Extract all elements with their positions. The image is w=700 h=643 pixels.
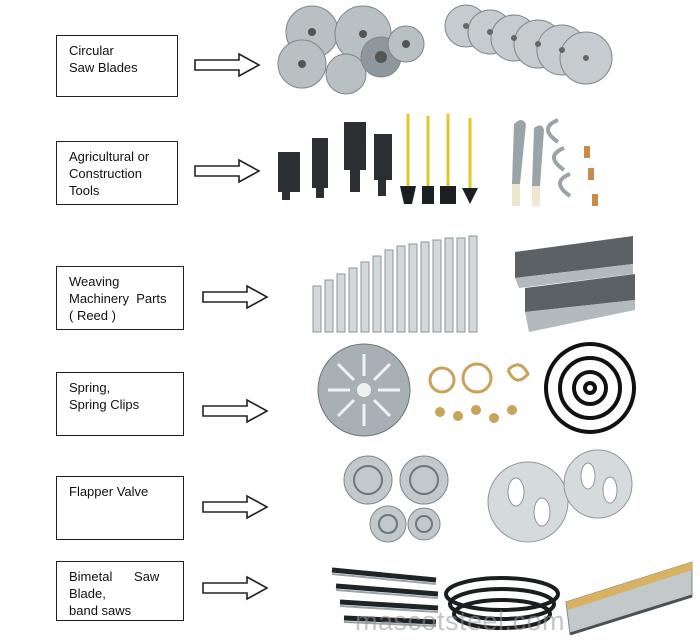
label-line: Construction: [69, 166, 142, 181]
label-spring-clips: Spring, Spring Clips: [56, 372, 184, 436]
band-saws-image: [331, 561, 693, 636]
label-circular-saw-blades: Circular Saw Blades: [56, 35, 178, 97]
label-bimetal-saw-blade: Bimetal Saw Blade, band saws: [56, 561, 184, 621]
right-arrow-icon: [202, 398, 269, 424]
springs-image: [317, 342, 636, 437]
label-line: Circular: [69, 43, 114, 58]
label-line: Blade,: [69, 586, 106, 601]
weaving-reed-image: [312, 235, 635, 333]
label-agricultural-tools: Agricultural or Construction Tools: [56, 141, 178, 205]
right-arrow-icon: [202, 284, 269, 310]
right-arrow-icon: [202, 494, 269, 520]
label-weaving-parts: Weaving Machinery Parts ( Reed ): [56, 266, 184, 330]
circular-saw-blades-image: [277, 4, 613, 95]
label-line: band saws: [69, 603, 132, 618]
label-line: Flapper Valve: [69, 484, 149, 499]
label-line: Machinery Parts: [69, 291, 167, 306]
right-arrow-icon: [194, 52, 261, 78]
label-line: Agricultural or: [69, 149, 150, 164]
watermark-text: mascotsteel.com: [354, 606, 566, 636]
label-line: Tools: [69, 183, 100, 198]
label-line: Saw Blades: [69, 60, 138, 75]
label-line: Spring,: [69, 380, 111, 395]
label-line: Bimetal Saw: [69, 569, 160, 584]
right-arrow-icon: [202, 575, 269, 601]
agricultural-tools-image: [278, 114, 598, 206]
right-arrow-icon: [194, 158, 261, 184]
label-line: Spring Clips: [69, 397, 140, 412]
label-line: Weaving: [69, 274, 120, 289]
label-flapper-valve: Flapper Valve: [56, 476, 184, 540]
label-line: ( Reed ): [69, 308, 116, 323]
flapper-valves-image: [343, 449, 633, 543]
